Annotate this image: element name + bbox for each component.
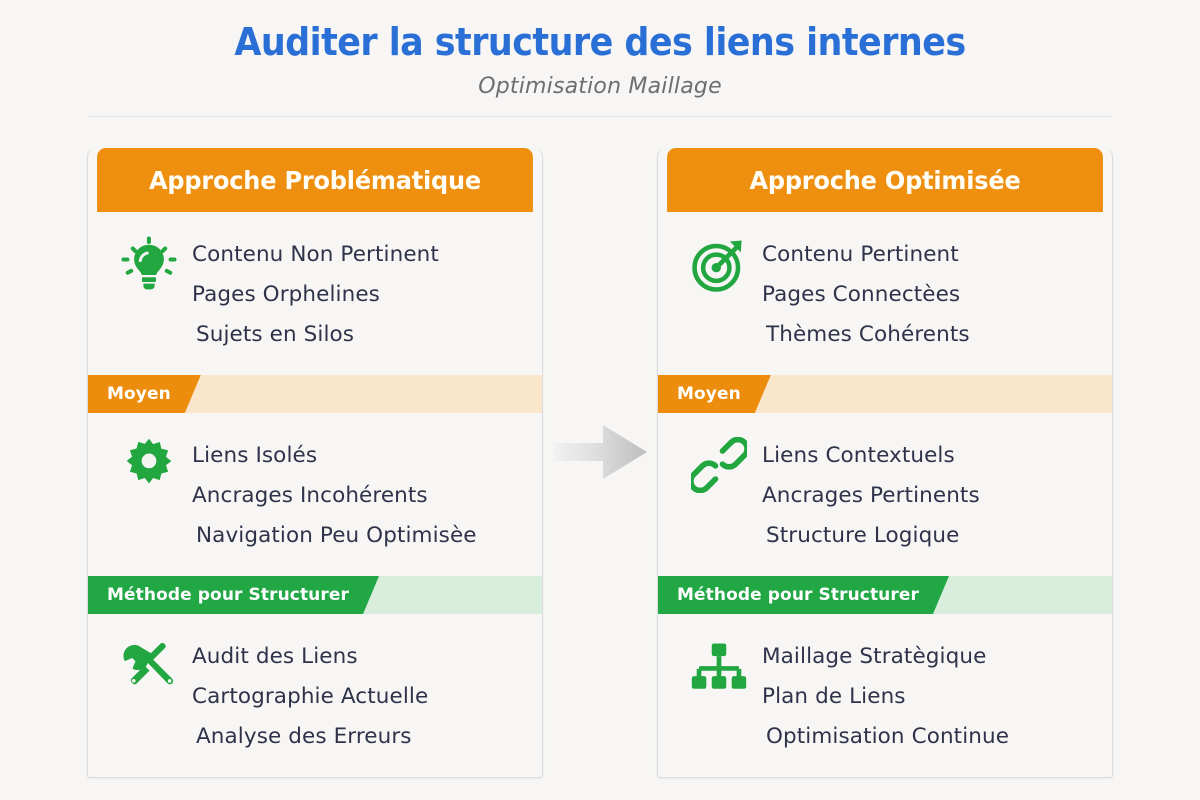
sitemap-icon [676, 636, 762, 696]
band-moyen-problematic: Moyen [88, 375, 542, 413]
list-item: Ancrages Pertinents [762, 483, 980, 508]
list-item: Sujets en Silos [196, 322, 355, 347]
band-tag-label: Moyen [658, 375, 771, 413]
section-body-optimized-2: Liens Contextuels Ancrages Pertinents St… [658, 413, 1112, 576]
list-item: Analyse des Erreurs [196, 724, 412, 749]
section-body-optimized-3: Maillage Stratègique Plan de Liens Optim… [658, 614, 1112, 777]
target-icon [676, 234, 762, 294]
gear-icon [106, 435, 192, 493]
section-body-optimized-1: Contenu Pertinent Pages Connectèes Thème… [658, 212, 1112, 375]
band-tag-label: Moyen [88, 375, 201, 413]
list-item: Navigation Peu Optimisèe [196, 523, 477, 548]
section-body-problematic-3: Audit des Liens Cartographie Actuelle An… [88, 614, 542, 777]
item-list-problematic-3: Audit des Liens Cartographie Actuelle An… [192, 636, 524, 757]
item-list-problematic-1: Contenu Non Pertinent Pages Orphelines S… [192, 234, 524, 355]
band-tag-label: Méthode pour Structurer [88, 576, 379, 614]
page-subtitle: Optimisation Maillage [478, 73, 722, 99]
item-list-optimized-1: Contenu Pertinent Pages Connectèes Thème… [762, 234, 1094, 355]
card-approche-optimisee: Approche Optimisée Contenu Pertinent Pag… [657, 148, 1113, 778]
page-header: Auditer la structure des liens internes … [0, 0, 1200, 117]
tools-icon [106, 636, 192, 696]
list-item: Thèmes Cohérents [766, 322, 970, 347]
list-item: Ancrages Incohérents [192, 483, 428, 508]
item-list-optimized-2: Liens Contextuels Ancrages Pertinents St… [762, 435, 1094, 556]
list-item: Cartographie Actuelle [192, 684, 429, 709]
center-gap [543, 148, 657, 756]
lightbulb-icon [106, 234, 192, 292]
link-chain-icon [676, 435, 762, 493]
list-item: Pages Orphelines [192, 282, 380, 307]
list-item: Plan de Liens [762, 684, 906, 709]
list-item: Liens Contextuels [762, 443, 955, 468]
section-body-problematic-1: Contenu Non Pertinent Pages Orphelines S… [88, 212, 542, 375]
item-list-problematic-2: Liens Isolés Ancrages Incohérents Naviga… [192, 435, 524, 556]
list-item: Pages Connectèes [762, 282, 961, 307]
arrow-right-icon [543, 416, 657, 488]
list-item: Maillage Stratègique [762, 644, 987, 669]
band-tag-label: Méthode pour Structurer [658, 576, 949, 614]
band-methode-optimized: Méthode pour Structurer [658, 576, 1112, 614]
list-item: Audit des Liens [192, 644, 358, 669]
page-title: Auditer la structure des liens internes [234, 20, 966, 64]
card-approche-problematique: Approche Problématique [87, 148, 543, 778]
list-item: Liens Isolés [192, 443, 318, 468]
card-header-optimized: Approche Optimisée [667, 148, 1103, 212]
card-header-problematic: Approche Problématique [97, 148, 533, 212]
item-list-optimized-3: Maillage Stratègique Plan de Liens Optim… [762, 636, 1094, 757]
list-item: Optimisation Continue [766, 724, 1010, 749]
band-methode-problematic: Méthode pour Structurer [88, 576, 542, 614]
list-item: Contenu Pertinent [762, 242, 959, 267]
section-body-problematic-2: Liens Isolés Ancrages Incohérents Naviga… [88, 413, 542, 576]
list-item: Contenu Non Pertinent [192, 242, 439, 267]
list-item: Structure Logique [766, 523, 960, 548]
comparison-columns: Approche Problématique [0, 148, 1200, 778]
band-moyen-optimized: Moyen [658, 375, 1112, 413]
header-divider [88, 115, 1112, 117]
